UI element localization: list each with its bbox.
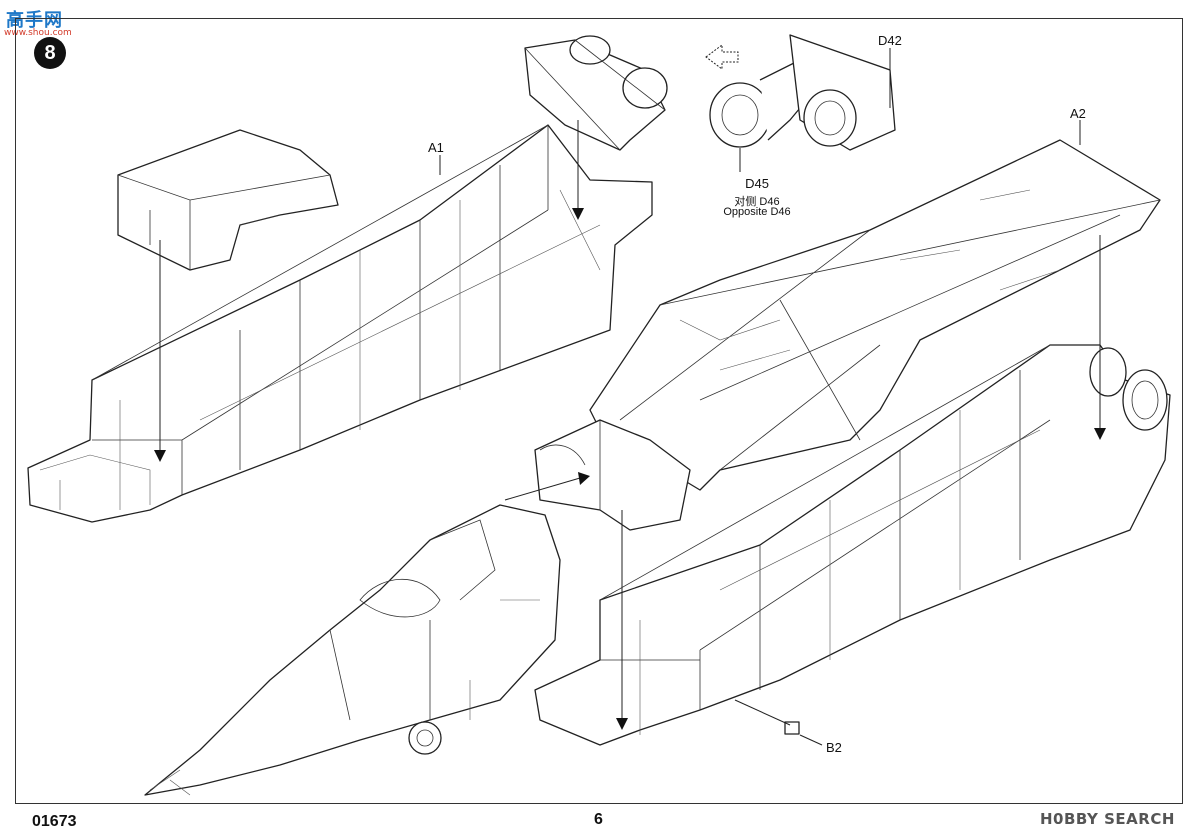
part-b2: [784, 721, 800, 735]
direction-arrow-icon: [705, 44, 739, 70]
watermark-brand: 高手网: [6, 10, 63, 31]
engine-face-part: [524, 35, 668, 151]
nozzle-parts: [709, 34, 896, 151]
intake-housing: [534, 419, 691, 531]
label-a2: A2: [1070, 106, 1086, 121]
label-d42: D42: [878, 33, 902, 48]
label-d46-cn: 对侧 D46: [734, 196, 780, 208]
assembly-arrow-icon: [616, 718, 628, 730]
front-fuselage-part: [117, 129, 339, 271]
page-frame: [15, 18, 1183, 804]
kit-number: 01673: [32, 813, 77, 830]
label-b2: B2: [826, 740, 842, 755]
nose-cockpit-section: [144, 504, 561, 796]
assembly-arrow-icon: [154, 450, 166, 462]
leader-line: [799, 734, 823, 746]
fuselage-half-a1: [27, 124, 653, 523]
assembly-arrow-icon: [572, 208, 584, 220]
label-d45: D45: [745, 176, 769, 191]
label-d46-en: Opposite D46: [723, 206, 791, 218]
label-a1: A1: [428, 140, 444, 155]
assembly-arrow-icon: [578, 472, 590, 485]
leader-line: [734, 699, 791, 726]
assembly-arrow-icon: [1094, 428, 1106, 440]
watermark-hobbysearch: H0BBY SEARCH: [1040, 810, 1175, 828]
upper-wing-a2: [589, 139, 1161, 491]
page-number: 6: [594, 811, 603, 828]
step-badge-icon: 8: [34, 37, 66, 69]
fuselage-half-right: [534, 344, 1171, 746]
watermark-site: www.shou.com: [4, 28, 72, 38]
leader-line: [504, 477, 581, 501]
